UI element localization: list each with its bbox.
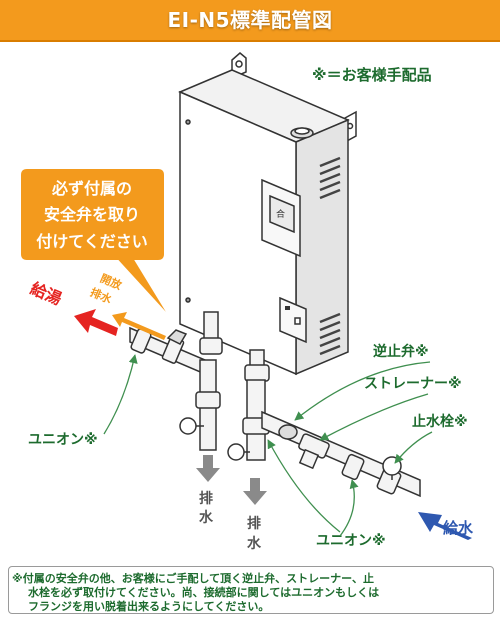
drain-arrow-2 [243, 478, 267, 505]
callout-line-2: 安全弁を取り [44, 205, 140, 224]
safety-valve-callout: 必ず付属の 安全弁を取り 付けてください [19, 167, 173, 321]
footnote-line-1: ※付属の安全弁の他、お客様にご手配して頂く逆止弁、ストレーナー、止 [12, 572, 375, 585]
footnote-line-3: フランジを用い脱着出来るようにしてください。 [28, 600, 270, 613]
heater-unit: 合 [178, 52, 357, 376]
drain-label-2b: 水 [247, 535, 262, 552]
water-supply-arrow [418, 512, 472, 540]
hot-water-label: 給湯 [28, 279, 65, 309]
piping-diagram: ※＝お客様手配品 [19, 52, 474, 552]
callout-line-1: 必ず付属の [51, 179, 132, 198]
water-supply-label: 給水 [443, 519, 474, 537]
union-bottom-label: ユニオン※ [316, 533, 386, 549]
drain-label-1b: 水 [199, 509, 214, 526]
drain-label-2a: 排 [247, 515, 261, 532]
customer-parts-note: ※＝お客様手配品 [312, 66, 432, 84]
leader-lines [103, 354, 433, 537]
footnote-line-2: 水栓を必ず取付けてください。尚、接続部に関してはユニオンもしくは [28, 586, 380, 599]
union-left-label: ユニオン※ [28, 432, 98, 448]
callout-line-3: 付けてください [36, 232, 148, 251]
footnote-box [8, 566, 494, 614]
pipework [129, 311, 421, 498]
check-valve-label: 逆止弁※ [373, 343, 429, 360]
svg-text:合: 合 [276, 208, 285, 220]
strainer-label: ストレーナー※ [364, 376, 462, 392]
drain-label-1a: 排 [199, 490, 213, 507]
page-title: EI-N5標準配管図 [167, 8, 333, 32]
stop-valve-label: 止水栓※ [412, 413, 468, 430]
title-bar [0, 0, 500, 42]
relief-drain-arrow [112, 312, 166, 340]
drain-arrow-1 [196, 455, 220, 482]
hot-water-arrow [74, 309, 118, 336]
